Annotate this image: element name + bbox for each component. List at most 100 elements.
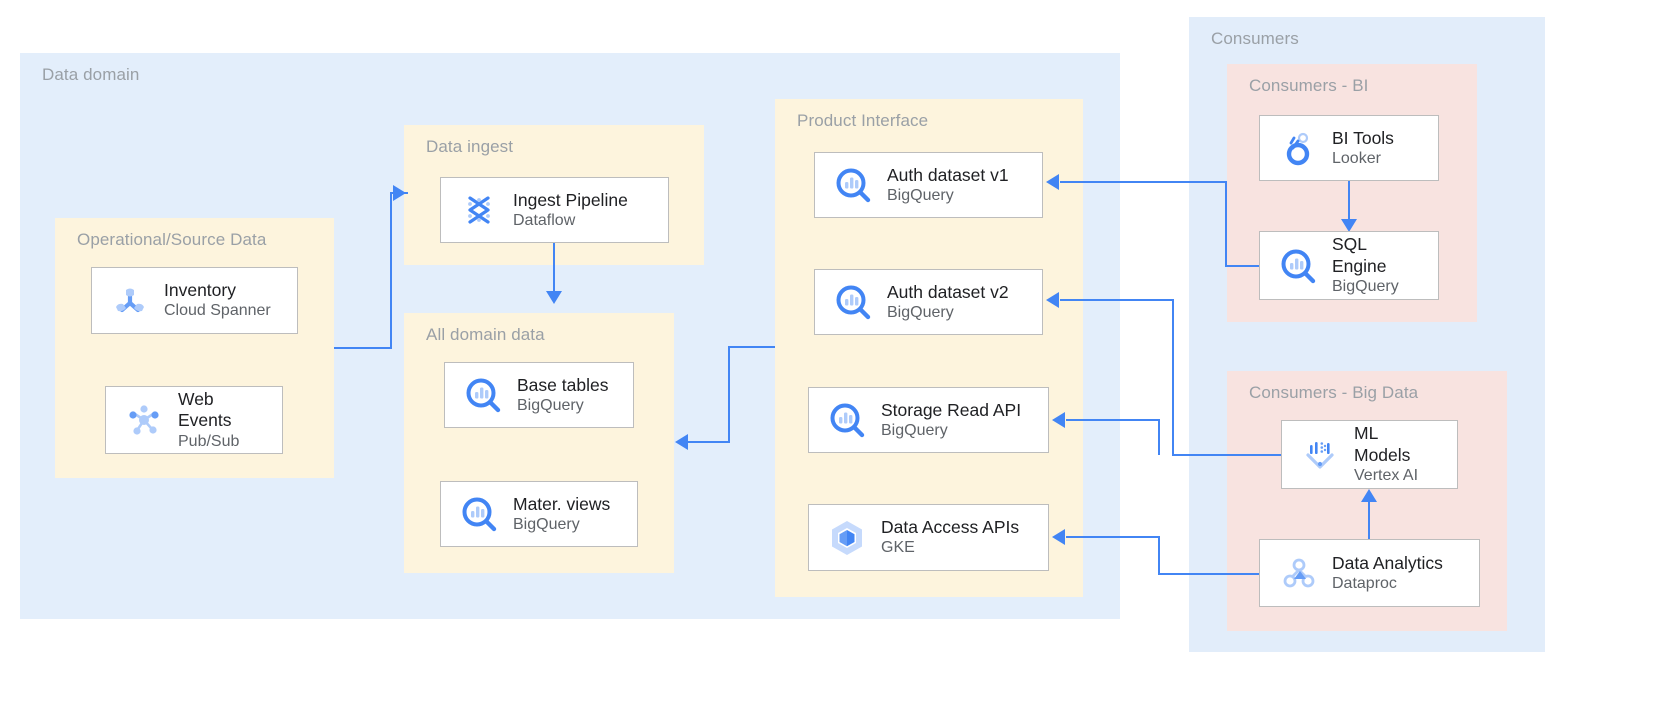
connector-bitools-to-sql [1348, 181, 1350, 223]
node-auth-dataset-v2[interactable]: Auth dataset v2 BigQuery [814, 269, 1043, 335]
bigquery-icon [829, 161, 877, 209]
bigquery-icon [1274, 242, 1322, 290]
cloud-spanner-icon [106, 277, 154, 325]
node-ml-models-text: ML Models Vertex AI [1354, 423, 1418, 485]
node-storage-read-api-subtitle: BigQuery [881, 421, 948, 439]
connector-source-to-ingest-seg1 [334, 347, 392, 349]
connector-sql-to-authv1-seg3 [1060, 181, 1226, 183]
connector-ingest-to-domain-seg1 [553, 243, 555, 295]
node-base-tables[interactable]: Base tables BigQuery [444, 362, 634, 428]
connector-ml-to-authv2-seg2 [1172, 299, 1174, 456]
arrowhead-sql-to-authv1 [1046, 174, 1059, 190]
node-auth-dataset-v2-title: Auth dataset v2 [887, 281, 1009, 302]
connector-pi-to-domain-seg3 [688, 441, 730, 443]
connector-to-storage-read-seg1 [1158, 419, 1160, 455]
node-base-tables-text: Base tables BigQuery [517, 375, 608, 416]
arrowhead-ingest-to-domain [546, 291, 562, 304]
node-web-events-text: Web Events Pub/Sub [178, 389, 239, 451]
arrowhead-dataproc-to-apis [1052, 529, 1065, 545]
node-bi-tools-subtitle: Looker [1332, 149, 1381, 167]
node-ingest-pipeline-text: Ingest Pipeline Dataflow [513, 190, 628, 231]
node-data-access-apis[interactable]: Data Access APIs GKE [808, 504, 1049, 571]
connector-dataproc-to-apis-seg2 [1158, 536, 1160, 575]
group-consumers-label: Consumers [1211, 29, 1299, 48]
node-storage-read-api-text: Storage Read API BigQuery [881, 400, 1021, 441]
node-base-tables-subtitle: BigQuery [517, 396, 584, 414]
arrowhead-ml-to-authv2 [1046, 292, 1059, 308]
node-ingest-pipeline[interactable]: Ingest Pipeline Dataflow [440, 177, 669, 243]
connector-sql-to-authv1-seg2 [1225, 181, 1227, 267]
group-operational-source-data-label: Operational/Source Data [77, 230, 267, 249]
node-mater-views[interactable]: Mater. views BigQuery [440, 481, 638, 547]
node-base-tables-title: Base tables [517, 374, 609, 395]
arrowhead-pi-to-domain [675, 434, 688, 450]
node-auth-dataset-v1-title: Auth dataset v1 [887, 164, 1009, 185]
group-data-ingest-label: Data ingest [426, 137, 514, 156]
node-auth-dataset-v1-subtitle: BigQuery [887, 186, 954, 204]
node-mater-views-subtitle: BigQuery [513, 515, 580, 533]
looker-icon [1274, 124, 1322, 172]
node-ml-models-title: ML Models [1354, 423, 1411, 465]
node-web-events[interactable]: Web Events Pub/Sub [105, 386, 283, 454]
node-auth-dataset-v2-text: Auth dataset v2 BigQuery [887, 282, 1009, 323]
pubsub-icon [120, 396, 168, 444]
group-consumers-bi-label: Consumers - BI [1249, 76, 1369, 95]
dataproc-icon [1274, 549, 1322, 597]
arrowhead-source-to-ingest [393, 185, 406, 201]
node-auth-dataset-v1[interactable]: Auth dataset v1 BigQuery [814, 152, 1043, 218]
node-ml-models[interactable]: ML Models Vertex AI [1281, 420, 1458, 489]
node-sql-engine-subtitle: BigQuery [1332, 278, 1399, 296]
node-bi-tools[interactable]: BI Tools Looker [1259, 115, 1439, 181]
node-data-access-apis-subtitle: GKE [881, 539, 915, 557]
group-consumers-big-data-label: Consumers - Big Data [1249, 383, 1419, 402]
group-data-domain-label: Data domain [42, 65, 140, 84]
connector-source-to-ingest-seg2 [390, 192, 392, 349]
bigquery-icon [823, 396, 871, 444]
gke-icon [823, 514, 871, 562]
group-product-interface-label: Product Interface [797, 111, 929, 130]
node-bi-tools-text: BI Tools Looker [1332, 128, 1394, 169]
connector-dataproc-to-apis-seg3 [1066, 536, 1160, 538]
node-ml-models-subtitle: Vertex AI [1354, 467, 1419, 485]
arrowhead-to-storage-read [1052, 412, 1065, 428]
node-inventory-text: Inventory Cloud Spanner [164, 280, 271, 321]
node-auth-dataset-v1-text: Auth dataset v1 BigQuery [887, 165, 1009, 206]
bigquery-icon [459, 371, 507, 419]
connector-pi-to-domain-seg2 [728, 346, 730, 442]
node-ingest-pipeline-title: Ingest Pipeline [513, 189, 628, 210]
node-inventory-title: Inventory [164, 280, 236, 301]
bigquery-icon [455, 490, 503, 538]
connector-pi-to-domain-seg1 [728, 346, 775, 348]
node-ingest-pipeline-subtitle: Dataflow [513, 211, 576, 229]
node-sql-engine-title: SQL Engine [1332, 234, 1387, 276]
connector-sql-to-authv1-seg1 [1225, 265, 1260, 267]
connector-ml-to-authv2-seg1 [1172, 454, 1282, 456]
connector-ml-to-authv2-seg3 [1060, 299, 1174, 301]
connector-dataproc-to-ml [1368, 496, 1370, 540]
node-data-analytics-text: Data Analytics Dataproc [1332, 553, 1443, 594]
bigquery-icon [829, 278, 877, 326]
node-data-analytics[interactable]: Data Analytics Dataproc [1259, 539, 1480, 607]
node-storage-read-api-title: Storage Read API [881, 399, 1022, 420]
node-data-access-apis-text: Data Access APIs GKE [881, 517, 1019, 558]
node-mater-views-text: Mater. views BigQuery [513, 494, 610, 535]
node-sql-engine[interactable]: SQL Engine BigQuery [1259, 231, 1439, 300]
node-auth-dataset-v2-subtitle: BigQuery [887, 303, 954, 321]
arrowhead-bitools-to-sql [1341, 219, 1357, 232]
connector-to-storage-read-seg2 [1066, 419, 1160, 421]
connector-dataproc-to-apis-seg1 [1158, 573, 1262, 575]
node-web-events-subtitle: Pub/Sub [178, 432, 240, 450]
group-all-domain-data-label: All domain data [426, 325, 545, 344]
node-storage-read-api[interactable]: Storage Read API BigQuery [808, 387, 1049, 453]
node-inventory[interactable]: Inventory Cloud Spanner [91, 267, 298, 334]
node-bi-tools-title: BI Tools [1332, 127, 1394, 148]
node-sql-engine-text: SQL Engine BigQuery [1332, 234, 1399, 296]
node-data-access-apis-title: Data Access APIs [881, 517, 1020, 538]
dataflow-icon [455, 186, 503, 234]
arrowhead-dataproc-to-ml [1361, 489, 1377, 502]
node-mater-views-title: Mater. views [513, 493, 611, 514]
node-data-analytics-title: Data Analytics [1332, 552, 1443, 573]
node-inventory-subtitle: Cloud Spanner [164, 302, 271, 320]
vertex-ai-icon [1296, 431, 1344, 479]
